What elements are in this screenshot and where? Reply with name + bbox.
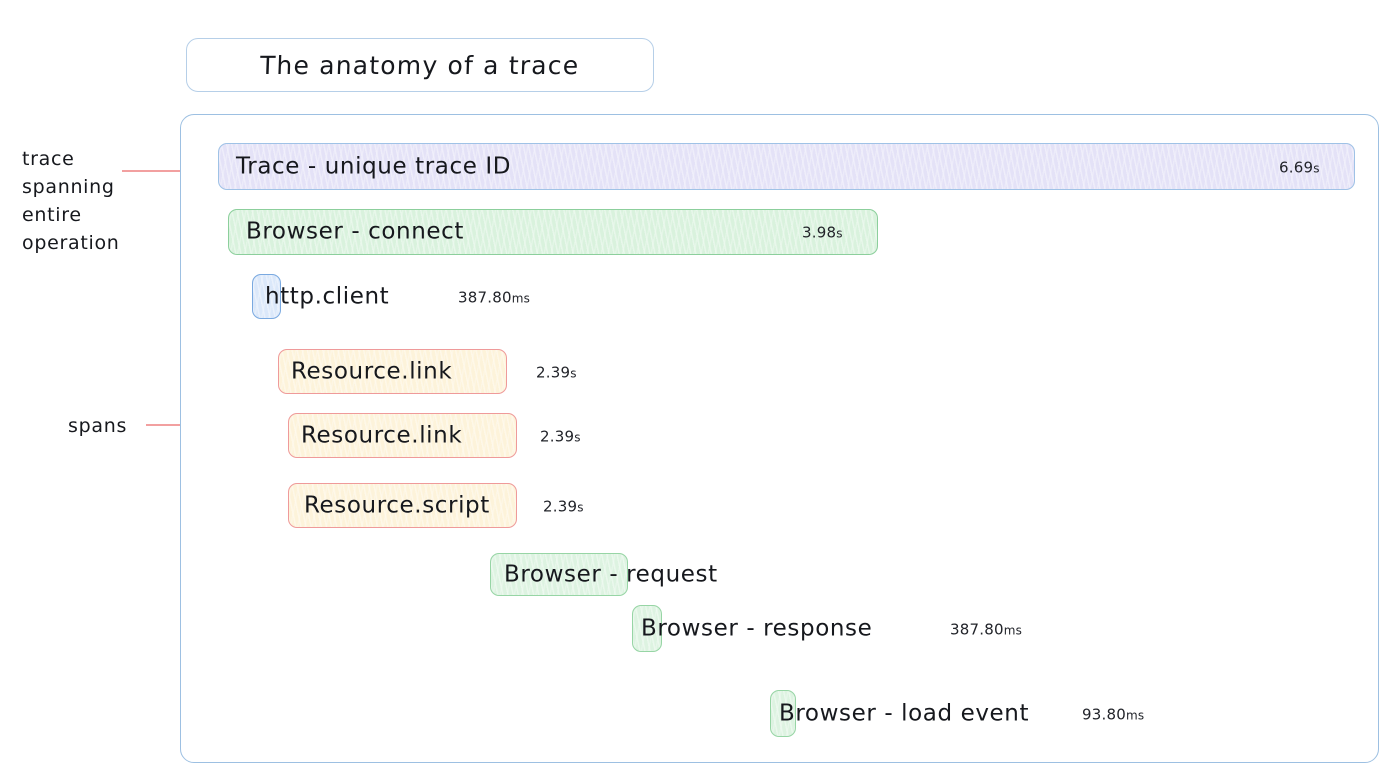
span-duration-value: 387.80 — [458, 287, 512, 306]
span-duration-unit: ms — [1003, 622, 1023, 637]
span-bar-http-client[interactable] — [252, 274, 281, 319]
sketch-hatch-texture — [253, 275, 280, 318]
span-bar-browser-load-event[interactable] — [770, 690, 796, 737]
sketch-hatch-texture — [279, 350, 506, 393]
span-duration-value: 387.80 — [950, 619, 1004, 638]
sketch-hatch-texture — [289, 484, 516, 527]
span-duration-unit: s — [574, 429, 581, 444]
span-duration-unit: ms — [1125, 707, 1145, 722]
sketch-hatch-texture — [633, 606, 661, 651]
sketch-hatch-texture — [491, 554, 627, 595]
span-duration-browser-load-event: 93.80ms — [1082, 705, 1144, 723]
span-bar-resource-link-1[interactable] — [278, 349, 507, 394]
span-duration-browser-connect: 3.98s — [802, 223, 843, 241]
span-duration-trace: 6.69s — [1279, 158, 1320, 176]
span-duration-unit: ms — [511, 290, 531, 305]
trace-annotation-label: trace spanning entire operation — [22, 148, 120, 254]
span-label-browser-load-event: Browser - load event — [779, 699, 1030, 726]
span-row-browser-load-event[interactable]: Browser - load event 93.80ms — [0, 690, 1400, 737]
span-duration-unit: s — [836, 226, 843, 241]
span-duration-value: 2.39 — [543, 496, 578, 515]
sketch-hatch-texture — [289, 414, 516, 457]
spans-annotation-label: spans — [68, 415, 128, 437]
span-row-http-client[interactable]: http.client 387.80ms — [0, 274, 1400, 319]
span-duration-value: 93.80 — [1082, 704, 1126, 723]
span-label-http-client: http.client — [265, 282, 390, 309]
span-duration-unit: s — [1313, 160, 1320, 175]
page-title: The anatomy of a trace — [259, 50, 581, 80]
span-duration-value: 2.39 — [540, 426, 575, 445]
sketch-hatch-texture — [229, 210, 877, 254]
span-bar-resource-script[interactable] — [288, 483, 517, 528]
span-bar-browser-connect[interactable] — [228, 209, 878, 255]
span-duration-resource-link-2: 2.39s — [540, 427, 581, 445]
span-row-browser-request[interactable]: Browser - request — [0, 553, 1400, 596]
span-label-browser-response: Browser - response — [641, 614, 873, 641]
diagram-title-box: The anatomy of a trace — [186, 38, 654, 92]
span-duration-unit: s — [577, 499, 584, 514]
span-duration-resource-script: 2.39s — [543, 497, 584, 515]
span-duration-browser-response: 387.80ms — [950, 620, 1022, 638]
span-row-browser-response[interactable]: Browser - response 387.80ms — [0, 605, 1400, 652]
sketch-hatch-texture — [771, 691, 795, 736]
span-duration-http-client: 387.80ms — [458, 288, 530, 306]
trace-annotation-leader-line — [122, 170, 196, 172]
span-bar-browser-request[interactable] — [490, 553, 628, 596]
span-duration-value: 2.39 — [536, 362, 571, 381]
span-duration-resource-link-1: 2.39s — [536, 363, 577, 381]
span-bar-resource-link-2[interactable] — [288, 413, 517, 458]
span-duration-value: 6.69 — [1279, 157, 1314, 176]
sketch-hatch-texture — [219, 144, 1354, 189]
span-duration-unit: s — [570, 365, 577, 380]
span-duration-value: 3.98 — [802, 223, 837, 242]
span-bar-trace[interactable] — [218, 143, 1355, 190]
span-bar-browser-response[interactable] — [632, 605, 662, 652]
